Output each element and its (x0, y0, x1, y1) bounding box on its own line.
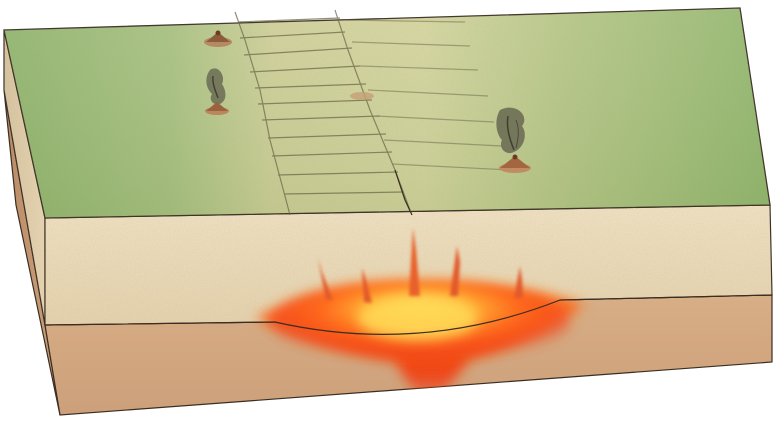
small-cone (350, 92, 374, 100)
